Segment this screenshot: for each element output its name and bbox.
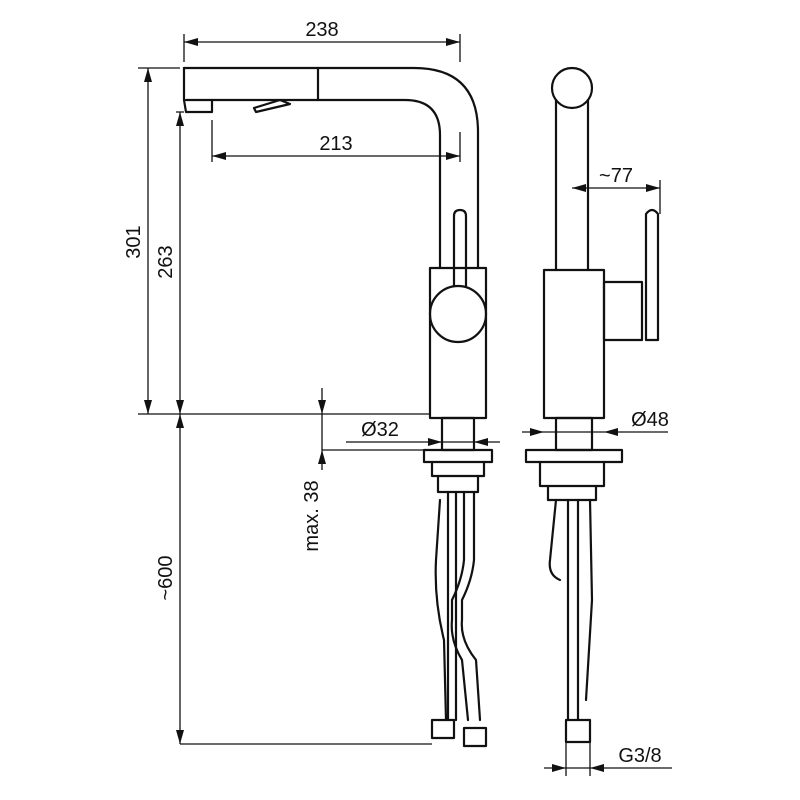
dim-spout-reach: 213 [319, 133, 352, 155]
side-fixing [538, 460, 606, 502]
dim-hole-diameter: Ø32 [361, 419, 399, 441]
side-view [524, 66, 660, 744]
front-spray-head [182, 66, 320, 114]
dim-connection-thread: G3/8 [618, 745, 661, 767]
dim-lever-projection: ~77 [599, 165, 633, 187]
dim-body-height: 263 [155, 245, 177, 278]
dim-base-diameter: Ø48 [631, 409, 669, 431]
front-hose-left [446, 490, 458, 722]
side-spray-head [550, 66, 594, 110]
side-hoses [548, 498, 594, 722]
side-base-plate [524, 448, 624, 464]
dim-total-height: 301 [123, 225, 145, 258]
front-connector-left [430, 718, 456, 740]
front-handle-cap [428, 284, 488, 344]
front-lever [452, 208, 468, 288]
front-hose-right [450, 490, 482, 722]
side-lever [644, 208, 660, 342]
front-fixing [430, 460, 486, 494]
front-spray-nozzle [252, 98, 292, 114]
front-view [182, 66, 494, 748]
dim-hose-length: ~600 [155, 555, 177, 600]
side-handle-cap [602, 280, 644, 342]
front-hose-loop [434, 498, 448, 722]
dim-max-deck: max. 38 [301, 480, 323, 551]
side-handle-body [542, 268, 606, 420]
front-connector-right [462, 726, 488, 748]
side-connector [564, 718, 592, 744]
dim-overall-width: 238 [305, 19, 338, 41]
front-base-plate [422, 448, 494, 464]
side-shank [554, 416, 594, 452]
front-spout-outline [182, 66, 480, 270]
side-spout-column [554, 98, 590, 272]
dimension-lines [138, 34, 672, 776]
front-shank [440, 416, 476, 452]
